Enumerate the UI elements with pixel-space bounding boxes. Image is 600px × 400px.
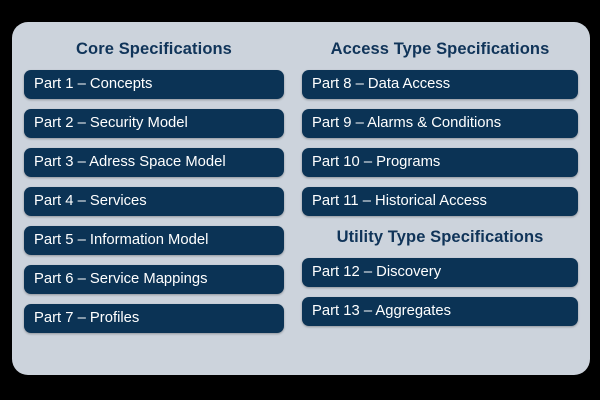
list-item[interactable]: Part 6 – Service Mappings (24, 265, 284, 294)
list-item[interactable]: Part 2 – Security Model (24, 109, 284, 138)
list-item[interactable]: Part 13 – Aggregates (302, 297, 578, 326)
type-specifications-column: Access Type Specifications Part 8 – Data… (292, 22, 590, 375)
access-type-specifications-title: Access Type Specifications (330, 40, 550, 58)
utility-type-specifications-title: Utility Type Specifications (336, 228, 544, 246)
core-specifications-column: Core Specifications Part 1 – Concepts Pa… (12, 22, 292, 375)
list-item[interactable]: Part 3 – Adress Space Model (24, 148, 284, 177)
core-specifications-title: Core Specifications (76, 40, 232, 58)
list-item[interactable]: Part 5 – Information Model (24, 226, 284, 255)
list-item[interactable]: Part 1 – Concepts (24, 70, 284, 99)
list-item[interactable]: Part 10 – Programs (302, 148, 578, 177)
panel-columns: Core Specifications Part 1 – Concepts Pa… (12, 22, 590, 375)
list-item[interactable]: Part 4 – Services (24, 187, 284, 216)
access-type-specifications-list: Part 8 – Data Access Part 9 – Alarms & C… (302, 70, 578, 216)
list-item[interactable]: Part 7 – Profiles (24, 304, 284, 333)
specifications-panel: Core Specifications Part 1 – Concepts Pa… (12, 22, 590, 375)
list-item[interactable]: Part 12 – Discovery (302, 258, 578, 287)
core-specifications-list: Part 1 – Concepts Part 2 – Security Mode… (24, 70, 284, 333)
list-item[interactable]: Part 11 – Historical Access (302, 187, 578, 216)
utility-type-specifications-list: Part 12 – Discovery Part 13 – Aggregates (302, 258, 578, 326)
list-item[interactable]: Part 8 – Data Access (302, 70, 578, 99)
list-item[interactable]: Part 9 – Alarms & Conditions (302, 109, 578, 138)
